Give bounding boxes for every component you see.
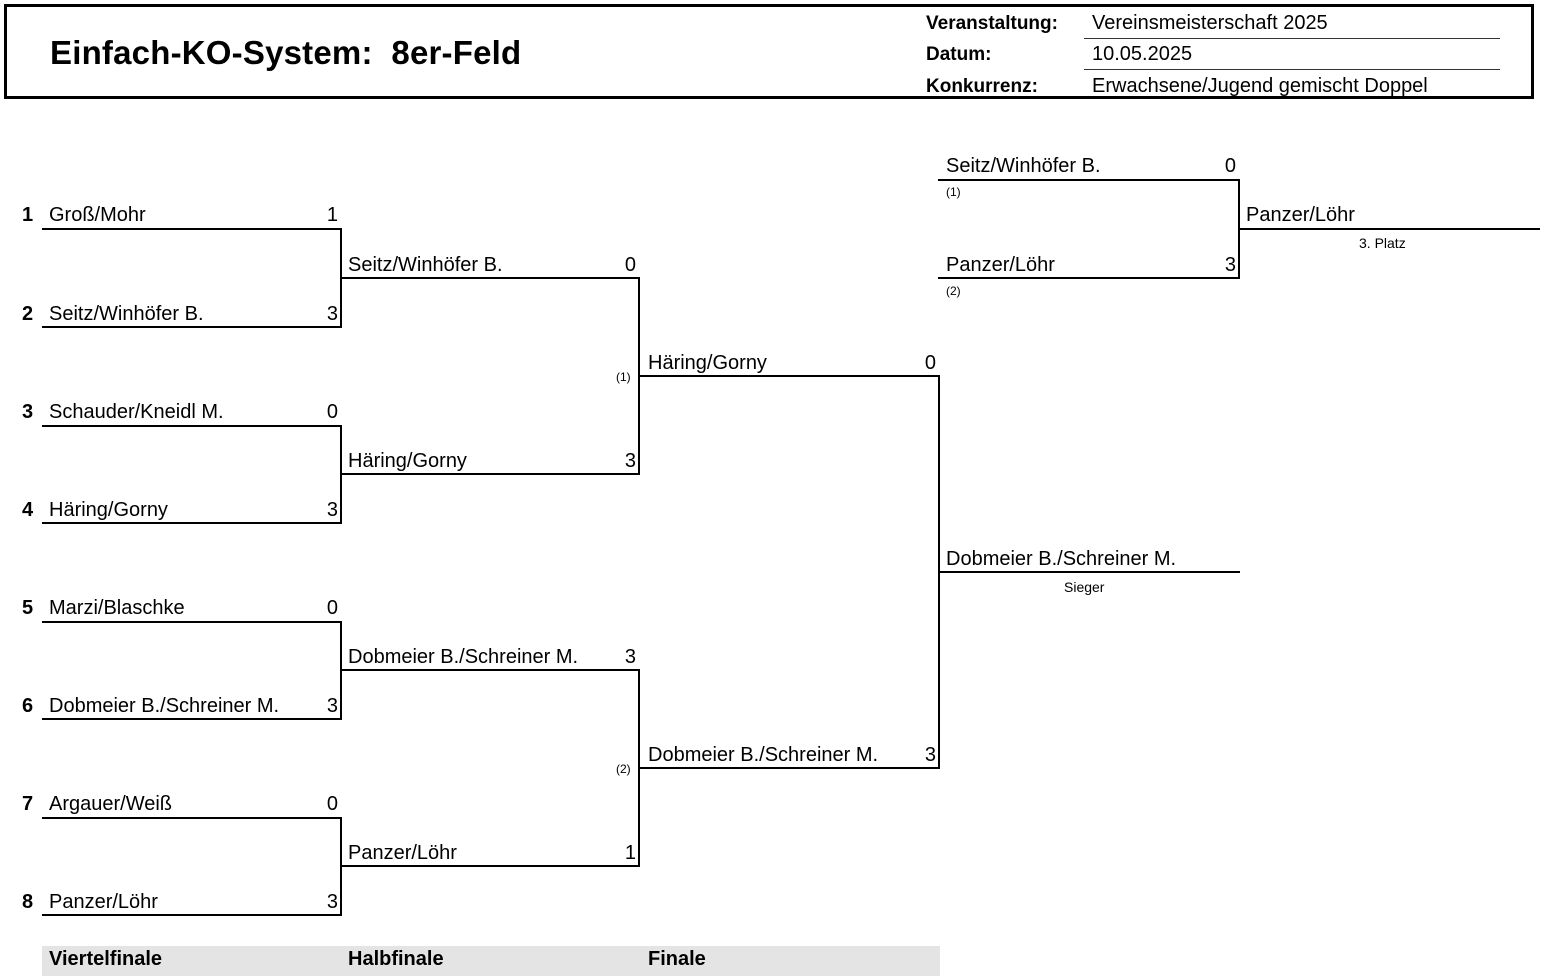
competition-value: Erwachsene/Jugend gemischt Doppel <box>1092 75 1428 97</box>
seed-number: 8 <box>22 891 34 913</box>
qf-player-score: 0 <box>326 401 338 423</box>
winner-line <box>938 571 1240 573</box>
seed-number: 6 <box>22 695 34 717</box>
sf-player-score: 0 <box>624 254 636 276</box>
sf-player-name: Seitz/Winhöfer B. <box>348 254 503 276</box>
qf-player-score: 3 <box>326 891 338 913</box>
seed-number: 7 <box>22 793 34 815</box>
seed-number: 1 <box>22 204 34 226</box>
event-label: Veranstaltung: <box>926 13 1058 34</box>
round-label-final: Finale <box>648 948 706 970</box>
qf-player-name: Marzi/Blaschke <box>49 597 185 619</box>
final-player-score: 0 <box>924 352 936 374</box>
qf-player-score: 0 <box>326 793 338 815</box>
sf-line <box>340 669 640 671</box>
event-underline <box>1084 38 1500 39</box>
third-place-player-score: 0 <box>1224 155 1236 177</box>
third-place-winner-line <box>1238 228 1540 230</box>
qf-player-score: 3 <box>326 499 338 521</box>
qf-player-score: 3 <box>326 303 338 325</box>
event-value: Vereinsmeisterschaft 2025 <box>1092 12 1328 34</box>
third-place-marker: (2) <box>946 284 961 298</box>
qf-line <box>42 522 342 524</box>
sf-player-score: 1 <box>624 842 636 864</box>
date-label: Datum: <box>926 44 992 65</box>
qf-player-name: Groß/Mohr <box>49 204 146 226</box>
round-labels-bar <box>42 946 940 976</box>
seed-number: 4 <box>22 499 34 521</box>
seed-number: 2 <box>22 303 34 325</box>
qf-player-score: 3 <box>326 695 338 717</box>
third-place-line <box>938 277 1240 279</box>
final-marker: (1) <box>616 370 631 384</box>
final-player-name: Dobmeier B./Schreiner M. <box>648 744 879 766</box>
sf-line <box>340 473 640 475</box>
winner-label: Sieger <box>1064 579 1105 595</box>
seed-number: 5 <box>22 597 34 619</box>
header-box <box>4 4 1534 99</box>
sf-player-name: Häring/Gorny <box>348 450 467 472</box>
date-underline <box>1084 69 1500 70</box>
sf-player-name: Dobmeier B./Schreiner M. <box>348 646 579 668</box>
sf-player-score: 3 <box>624 646 636 668</box>
third-place-marker: (1) <box>946 185 961 199</box>
qf-player-name: Schauder/Kneidl M. <box>49 401 224 423</box>
final-line <box>638 767 940 769</box>
final-player-score: 3 <box>924 744 936 766</box>
seed-number: 3 <box>22 401 34 423</box>
sf-line <box>340 865 640 867</box>
qf-player-score: 0 <box>326 597 338 619</box>
qf-line <box>42 326 342 328</box>
sf-line <box>340 277 640 279</box>
qf-line <box>42 817 342 819</box>
final-player-name: Häring/Gorny <box>648 352 767 374</box>
qf-player-name: Seitz/Winhöfer B. <box>49 303 204 325</box>
qf-line <box>42 425 342 427</box>
qf-line <box>42 914 342 916</box>
date-value: 10.05.2025 <box>1092 43 1193 65</box>
round-label-quarterfinal: Viertelfinale <box>49 948 163 970</box>
qf-line <box>42 228 342 230</box>
qf-player-score: 1 <box>326 204 338 226</box>
round-label-semifinal: Halbfinale <box>348 948 444 970</box>
third-place-player-name: Panzer/Löhr <box>946 254 1055 276</box>
sf-player-name: Panzer/Löhr <box>348 842 457 864</box>
third-place-player-name: Seitz/Winhöfer B. <box>946 155 1101 177</box>
winner-name: Dobmeier B./Schreiner M. <box>946 548 1177 570</box>
page-title: Einfach-KO-System: 8er-Feld <box>50 34 522 71</box>
sf-player-score: 3 <box>624 450 636 472</box>
final-line <box>638 375 940 377</box>
third-place-winner-name: Panzer/Löhr <box>1246 204 1355 226</box>
third-place-label: 3. Platz <box>1359 235 1406 251</box>
qf-player-name: Häring/Gorny <box>49 499 168 521</box>
competition-label: Konkurrenz: <box>926 76 1038 97</box>
qf-line <box>42 621 342 623</box>
third-place-line <box>938 179 1240 181</box>
qf-line <box>42 718 342 720</box>
third-place-player-score: 3 <box>1224 254 1236 276</box>
qf-player-name: Panzer/Löhr <box>49 891 158 913</box>
final-marker: (2) <box>616 762 631 776</box>
qf-player-name: Dobmeier B./Schreiner M. <box>49 695 280 717</box>
qf-player-name: Argauer/Weiß <box>49 793 173 815</box>
